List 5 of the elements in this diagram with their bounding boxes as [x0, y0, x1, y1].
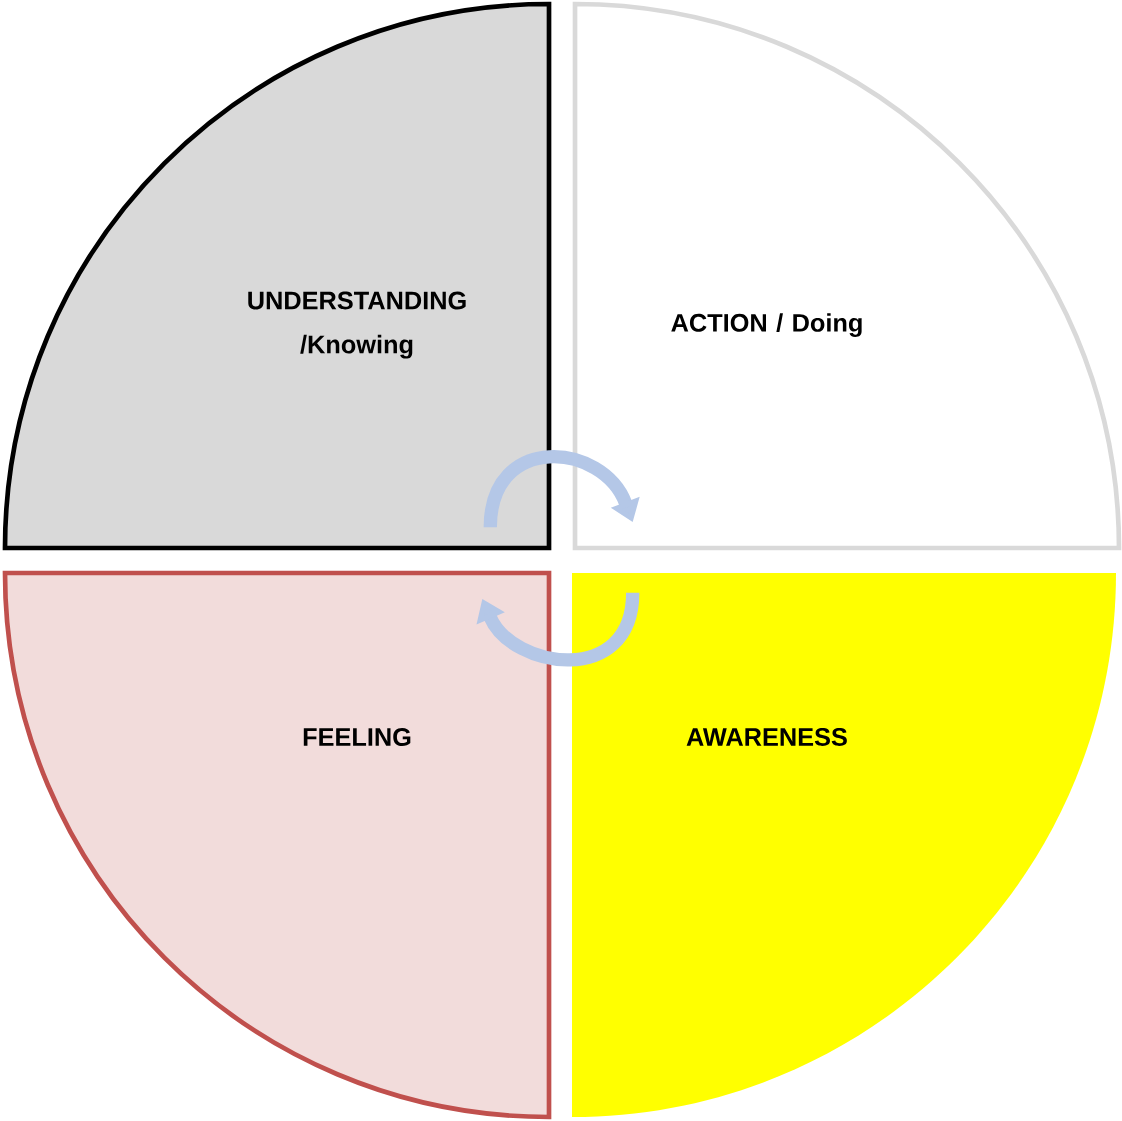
quadrant: AWARENESS [572, 573, 1116, 1117]
quadrant: FEELING [2, 570, 552, 1120]
curved-arrow [483, 450, 640, 528]
quadrant: ACTION / Doing [572, 1, 1122, 551]
quadrant: UNDERSTANDING /Knowing [2, 1, 552, 551]
